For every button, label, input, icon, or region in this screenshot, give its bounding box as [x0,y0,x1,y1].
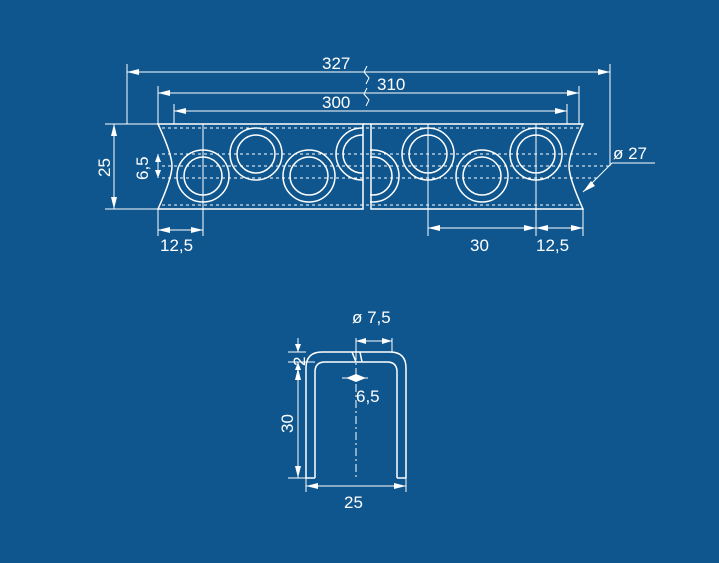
dim-pitch-label: 30 [470,236,489,255]
dim-inner-label: 300 [322,93,350,112]
top-view: 327 310 300 25 6,5 [95,54,655,255]
dim-diameter-27: ø 27 [582,144,655,193]
dim-310: 310 [158,75,579,96]
dim-width-label: 25 [344,493,363,512]
dim-diameter-label: ø 27 [613,144,647,163]
hole [282,149,336,203]
dim-height-label: 25 [95,158,114,177]
dim-30-pitch: 30 [428,225,536,255]
dim-hole-7-5: ø 7,5 [352,308,393,352]
hole-inner [342,134,363,174]
dim-left-edge-label: 12,5 [160,236,193,255]
dim-total-label: 327 [322,54,350,73]
dim-width-25: 25 [305,478,407,512]
hole [229,127,283,181]
pipe-holes [176,127,563,203]
dim-right-edge-label: 12,5 [536,236,569,255]
dim-offset-6-5: 6,5 [342,374,380,406]
dim-hole-label: ø 7,5 [352,308,391,327]
dim-327: 327 [127,54,610,75]
dim-300: 300 [174,93,567,114]
hole-inner [462,156,502,196]
section-view: ø 7,5 2 6,5 30 [278,308,407,512]
rail-outline [156,123,585,210]
dim-mid-label: 310 [377,75,405,94]
dim-offset-label: 6,5 [133,156,152,180]
hole [455,149,509,203]
dim-offset-label: 6,5 [356,387,380,406]
hole [370,149,400,203]
dim-thickness-label: 2 [290,357,309,366]
hole-inner [236,134,276,174]
dim-6-5-vertical: 6,5 [133,154,161,180]
extension-lines [105,64,611,236]
hole-inner [289,156,329,196]
hole [335,127,363,181]
dim-12-5-left: 12,5 [158,227,203,255]
dim-25-vertical: 25 [95,124,117,209]
dim-thickness-2: 2 [288,338,315,370]
dim-height-label: 30 [278,414,297,433]
hole-inner [370,156,393,196]
dim-12-5-right: 12,5 [536,225,583,255]
dim-height-30: 30 [278,362,306,479]
web-hole [351,351,363,363]
hidden-lines [162,127,610,206]
